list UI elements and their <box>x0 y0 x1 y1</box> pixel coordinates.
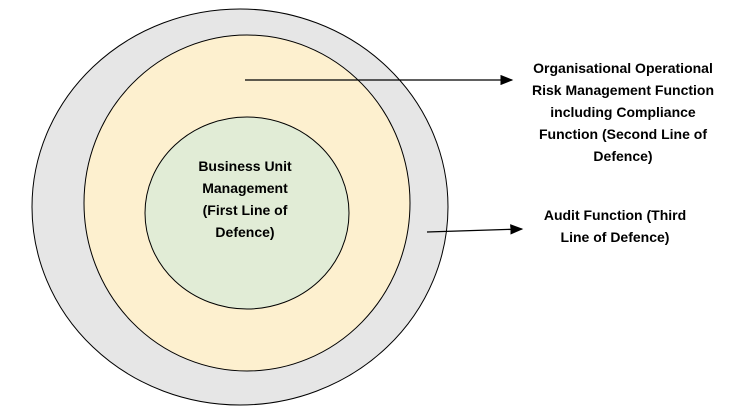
label-line: (First Line of <box>202 202 288 218</box>
second-line-label: Organisational Operational Risk Manageme… <box>523 57 723 167</box>
label-line: Function (Second Line of <box>539 126 707 142</box>
first-line-label: Business Unit Management (First Line of … <box>170 155 320 243</box>
label-line: Defence) <box>215 224 275 240</box>
label-line: including Compliance <box>550 104 696 120</box>
label-line: Management <box>202 180 288 196</box>
label-line: Audit Function (Third <box>543 207 687 223</box>
label-line: Defence) <box>593 148 653 164</box>
third-line-label: Audit Function (Third Line of Defence) <box>535 204 695 248</box>
label-line: Line of Defence) <box>560 229 670 245</box>
label-line: Business Unit <box>198 158 292 174</box>
arrow-third-line <box>426 224 524 235</box>
inner-circle-first-line <box>144 116 350 310</box>
label-line: Risk Management Function <box>531 82 715 98</box>
label-line: Organisational Operational <box>533 60 713 76</box>
